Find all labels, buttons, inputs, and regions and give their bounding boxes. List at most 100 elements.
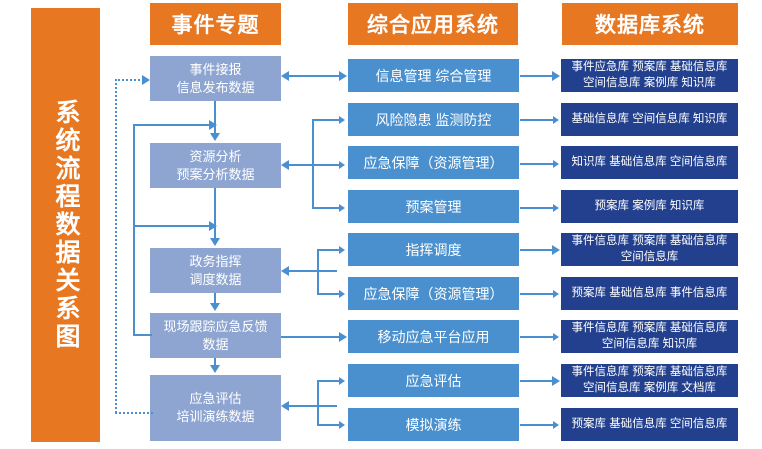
event-topic-box-3-line2: 调度数据 bbox=[189, 271, 242, 287]
connector-dotted-riser bbox=[115, 79, 117, 413]
database-box-5-line1: 事件信息库 预案库 基础信息库 bbox=[571, 234, 728, 247]
connector-bus-to-app3 bbox=[312, 164, 342, 166]
arrowhead-right-app2 bbox=[339, 116, 345, 124]
connector-box1-app1 bbox=[287, 75, 342, 77]
connector-v-box2-to-box3 bbox=[214, 188, 216, 240]
connector-app2-db2 bbox=[520, 119, 554, 121]
arrowhead-right-db6 bbox=[553, 290, 559, 298]
database-box-3: 知识库 基础信息库 空间信息库 bbox=[561, 146, 738, 179]
diagram-title-text: 系统流程数据关系图 bbox=[52, 99, 80, 351]
application-box-7: 移动应急平台应用 bbox=[348, 320, 519, 353]
database-box-1: 事件应急库 预案库 基础信息库 空间信息库 案例库 知识库 bbox=[561, 59, 738, 92]
event-topic-box-4: 现场跟踪应急反馈 数据 bbox=[150, 313, 281, 358]
connector-app9-db9 bbox=[520, 424, 554, 426]
connector-bus-to-app8 bbox=[317, 380, 342, 382]
database-box-3-line1: 知识库 基础信息库 空间信息库 bbox=[571, 155, 728, 168]
arrowhead-right-db8 bbox=[552, 376, 560, 386]
connector-feedback-box4-out bbox=[133, 334, 152, 336]
arrowhead-right-app1 bbox=[339, 71, 347, 81]
event-topic-box-3-line1: 政务指挥 bbox=[189, 253, 242, 269]
arrowhead-right-app5 bbox=[339, 246, 345, 254]
event-topic-box-2-line2: 预案分析数据 bbox=[176, 166, 255, 182]
application-box-5: 指挥调度 bbox=[348, 233, 519, 266]
arrowhead-right-db7 bbox=[553, 333, 559, 341]
database-box-1-line1: 事件应急库 预案库 基础信息库 bbox=[571, 60, 728, 73]
event-topic-box-1: 事件接报 信息发布数据 bbox=[150, 56, 281, 101]
connector-app6-db6 bbox=[520, 293, 554, 295]
arrowhead-right-db3 bbox=[553, 160, 559, 168]
connector-box3-bus bbox=[287, 270, 337, 272]
arrowhead-right-app3 bbox=[339, 161, 345, 169]
connector-box5-bus bbox=[287, 405, 337, 407]
arrowhead-right-app8 bbox=[339, 377, 345, 385]
database-box-8-line2: 空间信息库 案例库 文档库 bbox=[583, 381, 716, 394]
arrowhead-right-dotted-box1 bbox=[142, 75, 150, 85]
database-box-4: 预案库 案例库 知识库 bbox=[561, 190, 738, 223]
connector-feedback-branch-to-box3 bbox=[133, 225, 213, 227]
connector-bus-to-app4 bbox=[312, 207, 342, 209]
application-box-9: 模拟演练 bbox=[348, 408, 519, 441]
event-topic-box-5: 应急评估 培训演练数据 bbox=[150, 375, 281, 441]
connector-bus-to-app9 bbox=[317, 424, 342, 426]
database-box-2: 基础信息库 空间信息库 知识库 bbox=[561, 103, 738, 136]
arrowhead-right-db1 bbox=[552, 71, 560, 81]
database-box-8: 事件信息库 预案库 基础信息库 空间信息库 案例库 文档库 bbox=[561, 364, 738, 397]
connector-bus-bottom bbox=[317, 380, 319, 425]
event-topic-box-3: 政务指挥 调度数据 bbox=[150, 248, 281, 293]
arrowhead-left-box5 bbox=[281, 401, 289, 411]
database-box-5: 事件信息库 预案库 基础信息库 空间信息库 bbox=[561, 233, 738, 266]
application-box-8: 应急评估 bbox=[348, 364, 519, 397]
database-box-1-line2: 空间信息库 案例库 知识库 bbox=[583, 76, 716, 89]
event-topic-box-5-line2: 培训演练数据 bbox=[176, 409, 255, 424]
connector-v-box3-to-box4 bbox=[214, 293, 216, 305]
arrowhead-right-feedback-box3 bbox=[209, 221, 217, 231]
connector-feedback-riser bbox=[133, 124, 135, 336]
connector-bus-to-app6 bbox=[317, 293, 342, 295]
database-box-8-line1: 事件信息库 预案库 基础信息库 bbox=[571, 365, 728, 378]
connector-bus-lower bbox=[317, 249, 319, 294]
arrowhead-right-feedback-box2 bbox=[209, 120, 217, 130]
connector-bus-to-app2 bbox=[312, 119, 342, 121]
event-topic-box-4-line2: 数据 bbox=[202, 336, 229, 352]
event-topic-box-5-line1: 应急评估 bbox=[189, 391, 242, 407]
database-box-7-line1: 事件信息库 预案库 基础信息库 bbox=[571, 321, 728, 334]
event-topic-box-2: 资源分析 预案分析数据 bbox=[150, 143, 281, 188]
arrowhead-right-app9 bbox=[339, 421, 345, 429]
connector-bus-to-app5 bbox=[317, 249, 342, 251]
connector-app5-db5 bbox=[520, 249, 554, 251]
connector-app7-db7 bbox=[520, 336, 554, 338]
connector-app3-db3 bbox=[520, 163, 554, 165]
database-box-6-line1: 预案库 基础信息库 事件信息库 bbox=[571, 286, 728, 299]
event-topic-box-1-line1: 事件接报 bbox=[189, 61, 242, 77]
arrowhead-down-box4 bbox=[210, 303, 220, 311]
database-box-9: 预案库 基础信息库 空间信息库 bbox=[561, 408, 738, 441]
database-box-2-line1: 基础信息库 空间信息库 知识库 bbox=[571, 112, 728, 125]
event-topic-box-1-line2: 信息发布数据 bbox=[176, 79, 255, 95]
arrowhead-left-box1 bbox=[281, 71, 289, 81]
arrowhead-down-box3 bbox=[210, 238, 220, 246]
arrowhead-right-db9 bbox=[553, 421, 559, 429]
arrowhead-right-db4 bbox=[553, 204, 559, 212]
connector-feedback-branch-to-box2 bbox=[133, 124, 213, 126]
arrowhead-right-app6 bbox=[339, 290, 345, 298]
connector-v-box4-to-box5 bbox=[214, 358, 216, 367]
arrowhead-left-box3 bbox=[281, 266, 289, 276]
event-topic-box-4-line1: 现场跟踪应急反馈 bbox=[163, 318, 268, 334]
database-box-5-line2: 空间信息库 bbox=[620, 250, 679, 263]
event-topic-box-2-line1: 资源分析 bbox=[189, 148, 242, 164]
connector-app4-db4 bbox=[520, 207, 554, 209]
arrowhead-right-app7 bbox=[339, 332, 347, 342]
database-box-9-line1: 预案库 基础信息库 空间信息库 bbox=[571, 417, 728, 430]
database-box-4-line1: 预案库 案例库 知识库 bbox=[594, 199, 705, 212]
column-header-event-topic: 事件专题 bbox=[150, 3, 281, 45]
connector-dotted-box5-out bbox=[115, 412, 153, 414]
column-header-integrated-application-system: 综合应用系统 bbox=[348, 3, 518, 45]
arrowhead-down-box5 bbox=[210, 365, 220, 373]
application-box-2: 风险隐患 监测防控 bbox=[348, 103, 519, 136]
arrowhead-down-box2 bbox=[210, 133, 220, 141]
arrowhead-right-app4 bbox=[339, 204, 345, 212]
arrowhead-right-db5 bbox=[552, 245, 560, 255]
connector-box4-app7 bbox=[281, 336, 342, 338]
connector-app8-db8 bbox=[520, 380, 554, 382]
